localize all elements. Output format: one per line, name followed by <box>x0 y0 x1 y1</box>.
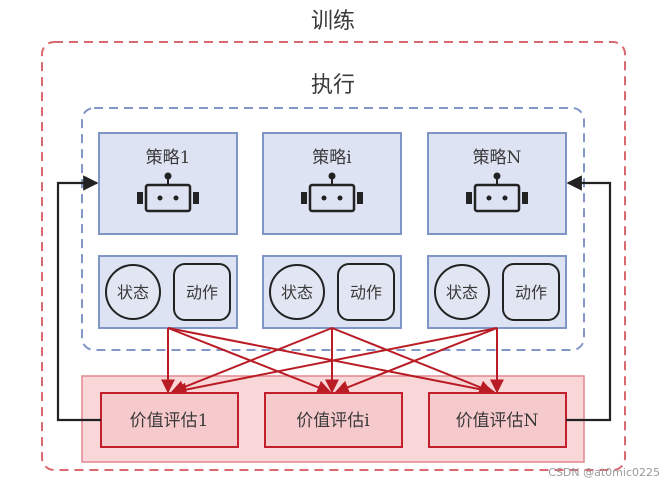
training-region <box>41 41 626 471</box>
action-node <box>173 263 231 321</box>
arrow-agent1-critici <box>167 327 332 394</box>
state-label: 状态 <box>281 283 313 302</box>
agent-column-n: 策略N 状态 动作 <box>427 132 567 329</box>
action-label: 动作 <box>186 283 218 302</box>
critic-label: 价值评估1 <box>130 411 209 431</box>
cross-arrows <box>161 327 504 397</box>
critic-box <box>428 392 567 448</box>
policy-label: 策略1 <box>146 148 191 168</box>
state-label: 状态 <box>446 283 478 302</box>
action-node <box>502 263 560 321</box>
arrow-agentn-critic1 <box>172 327 498 397</box>
action-label: 动作 <box>350 283 382 302</box>
watermark: CSDN @at0mic0225 <box>548 466 660 479</box>
action-label: 动作 <box>515 283 547 302</box>
critic-label: 价值评估N <box>456 411 539 431</box>
action-node <box>337 263 395 321</box>
training-title: 训练 <box>311 9 355 34</box>
agent-column-1: 策略1 状态 动作 <box>98 132 238 329</box>
robot-icon <box>301 172 363 213</box>
execution-title: 执行 <box>311 73 355 98</box>
state-node <box>105 264 161 320</box>
state-node <box>269 264 325 320</box>
arrow-agentn-critici <box>334 327 498 394</box>
critic-i: 价值评估i <box>264 392 403 448</box>
critic-1: 价值评估1 <box>100 392 239 448</box>
policy-label: 策略N <box>473 148 522 168</box>
state-node <box>434 264 490 320</box>
state-label: 状态 <box>117 283 149 302</box>
execution-region <box>81 107 585 351</box>
critic-box <box>100 392 239 448</box>
robot-icon <box>137 172 199 213</box>
feedback-arrow-left <box>56 175 101 422</box>
arrow-agenti-critic1 <box>170 327 333 394</box>
critic-n: 价值评估N <box>428 392 567 448</box>
critic-label: 价值评估i <box>296 411 370 431</box>
policy-label: 策略i <box>312 148 352 168</box>
agent-column-i: 策略i 状态 动作 <box>262 132 402 329</box>
arrow-agenti-criticn <box>331 327 494 394</box>
critic-box <box>264 392 403 448</box>
feedback-arrow-right <box>566 175 612 422</box>
robot-icon <box>466 172 528 213</box>
